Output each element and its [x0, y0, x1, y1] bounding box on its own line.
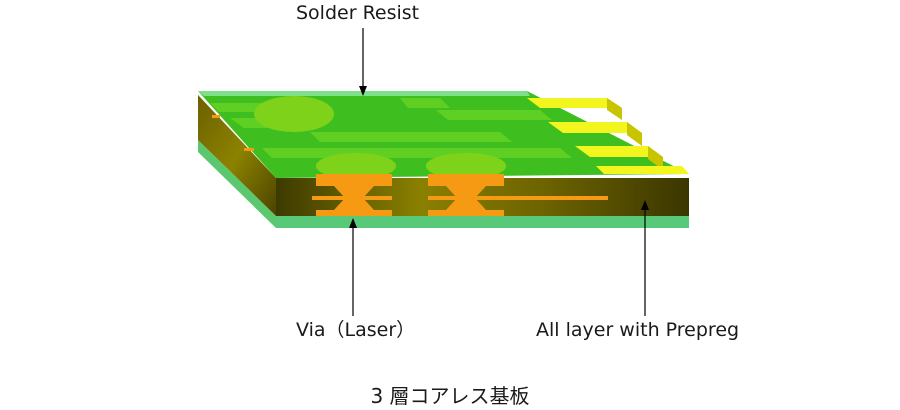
- via-arrowhead: [349, 218, 357, 228]
- via-top-copper: [316, 174, 392, 180]
- diagram-caption: 3 層コアレス基板: [370, 384, 530, 408]
- laser-via: [316, 180, 392, 216]
- trace: [310, 132, 512, 142]
- via-label: Via（Laser）: [296, 319, 416, 341]
- trace: [210, 103, 262, 112]
- bottom-solder-resist-front: [276, 214, 689, 228]
- prepreg-label: All layer with Prepreg: [536, 319, 740, 341]
- solder-resist-label: Solder Resist: [296, 2, 420, 24]
- bottom-solder-resist-side: [198, 140, 276, 228]
- laser-via: [428, 180, 504, 216]
- trace: [400, 98, 450, 108]
- trace: [262, 148, 572, 158]
- via-top-copper: [428, 174, 504, 180]
- gold-finger: [627, 122, 642, 146]
- gold-finger: [527, 98, 622, 108]
- solder-pad: [316, 153, 396, 179]
- prepreg-arrowhead: [641, 200, 649, 210]
- inner-copper-layer: [428, 196, 608, 200]
- trace: [436, 110, 552, 120]
- solder-resist-arrowhead: [359, 86, 367, 96]
- gold-finger: [596, 166, 689, 174]
- gold-fingers: [527, 98, 689, 174]
- side-copper-mark: [244, 148, 254, 151]
- gold-finger: [607, 98, 622, 120]
- solder-pad: [426, 153, 506, 179]
- side-copper-mark: [212, 115, 220, 118]
- gold-finger: [648, 146, 663, 170]
- solder-pad: [254, 96, 334, 132]
- core-left-side: [198, 95, 276, 216]
- gold-finger: [548, 122, 642, 133]
- gold-finger: [575, 146, 663, 157]
